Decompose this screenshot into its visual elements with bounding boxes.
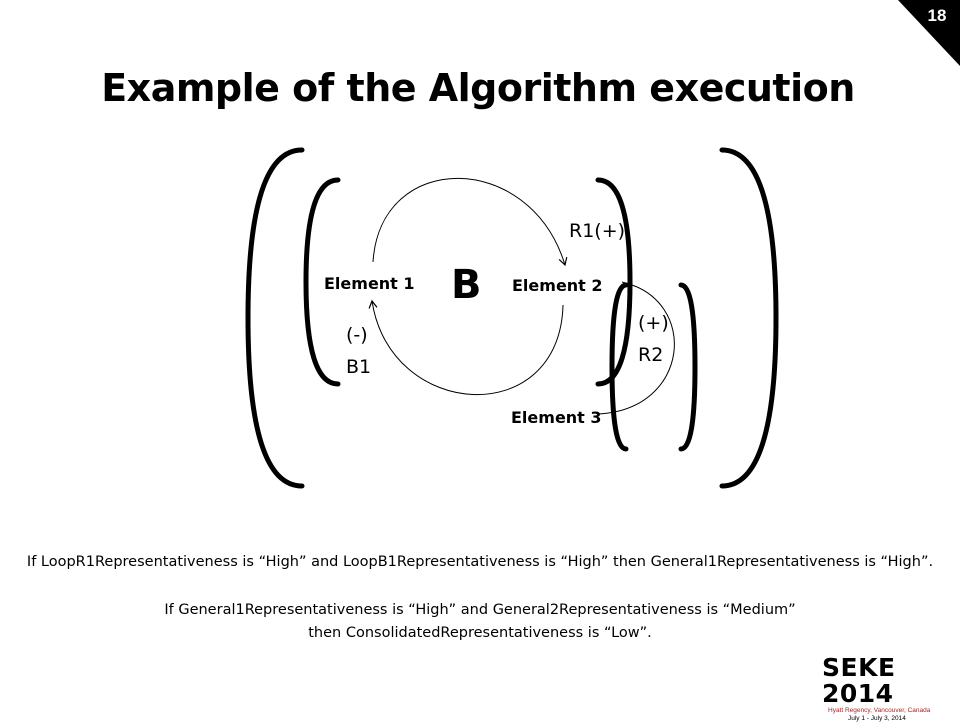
arc-b1 xyxy=(368,299,564,396)
logo-dates: July 1 - July 3, 2014 xyxy=(848,715,906,722)
element-2: Element 2 xyxy=(512,276,603,295)
link-r2-polarity: (+) xyxy=(638,312,669,334)
arc-r2 xyxy=(597,281,675,415)
outer-right-bracket xyxy=(719,147,779,489)
outer-left-bracket xyxy=(245,147,305,489)
rule-2-line-1: If General1Representativeness is “High” … xyxy=(164,602,796,618)
conference-logo: SEKE 2014 Hyatt Regency, Vancouver, Cana… xyxy=(822,655,952,723)
arc-r1 xyxy=(372,177,568,267)
link-b1-name: B1 xyxy=(346,356,372,378)
inner-left-bracket xyxy=(303,177,341,387)
loop-label-b: B xyxy=(451,262,482,308)
r2-right-bracket xyxy=(678,282,698,452)
rule-1: If LoopR1Representativeness is “High” an… xyxy=(26,554,934,570)
r2-left-bracket xyxy=(609,282,629,452)
slide-title: Example of the Algorithm execution xyxy=(101,66,855,110)
rule-2-line-2: then ConsolidatedRepresentativeness is “… xyxy=(308,625,652,641)
slide-number: 18 xyxy=(927,6,947,25)
link-b1-polarity: (-) xyxy=(346,324,368,346)
element-3: Element 3 xyxy=(511,408,602,427)
link-r1-label: R1(+) xyxy=(569,220,626,242)
logo-venue: Hyatt Regency, Vancouver, Canada xyxy=(828,707,931,714)
logo-title: SEKE 2014 xyxy=(822,653,896,708)
link-r2-name: R2 xyxy=(638,344,664,366)
element-1: Element 1 xyxy=(324,274,415,293)
